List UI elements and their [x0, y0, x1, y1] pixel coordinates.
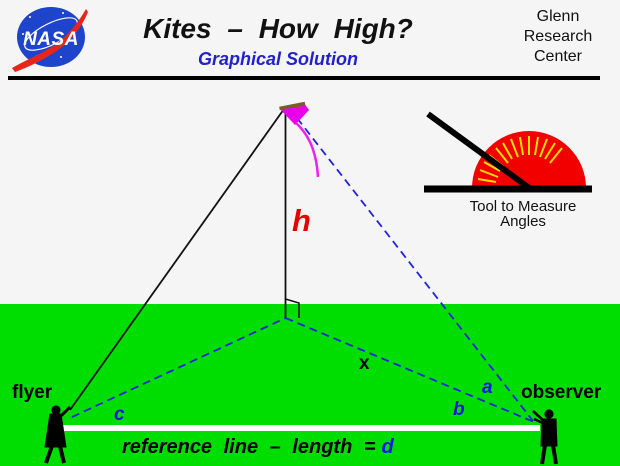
protractor-dial — [472, 131, 586, 188]
kite-spar — [279, 101, 306, 111]
nasa-logo-wordmark: NASA — [23, 29, 79, 50]
protractor-base-bar — [424, 185, 592, 193]
reference-line-caption-d: d — [381, 436, 394, 458]
label-angle-a: a — [482, 377, 493, 398]
label-observer: observer — [521, 382, 602, 403]
nasa-logo-swoosh-icon — [12, 9, 88, 72]
flyer-figure-icon — [44, 405, 72, 464]
reference-line-caption: reference line – length =d — [122, 436, 394, 459]
label-flyer: flyer — [12, 382, 53, 403]
protractor-icon — [424, 111, 592, 193]
kite-tail — [295, 122, 320, 178]
label-height-h: h — [292, 203, 311, 238]
header-divider — [8, 76, 600, 80]
nasa-logo-globe — [17, 7, 85, 67]
reference-line-caption-text: reference line – length = — [122, 436, 376, 458]
ground-line-flyer-to-base — [71, 317, 286, 418]
observer-figure-icon — [532, 409, 558, 465]
label-angle-b: b — [453, 399, 465, 420]
org-name: Glenn Research Center — [523, 8, 593, 65]
kite-icon — [279, 101, 320, 178]
right-angle-mark — [285, 298, 300, 318]
label-distance-x: x — [359, 353, 370, 374]
nasa-logo: NASA — [12, 7, 88, 72]
reference-line — [62, 425, 540, 431]
ground-line-base-to-observer — [285, 317, 535, 423]
label-angle-c: c — [114, 404, 125, 425]
nasa-logo-orbit — [24, 17, 78, 51]
grass-ground — [0, 304, 620, 466]
protractor-sight-arm — [426, 111, 534, 193]
protractor-caption: Tool to Measure Angles — [469, 198, 577, 230]
page-subtitle: Graphical Solution — [197, 49, 358, 69]
page-title: Kites – How High? — [143, 13, 413, 44]
kite-string-line — [69, 108, 285, 411]
